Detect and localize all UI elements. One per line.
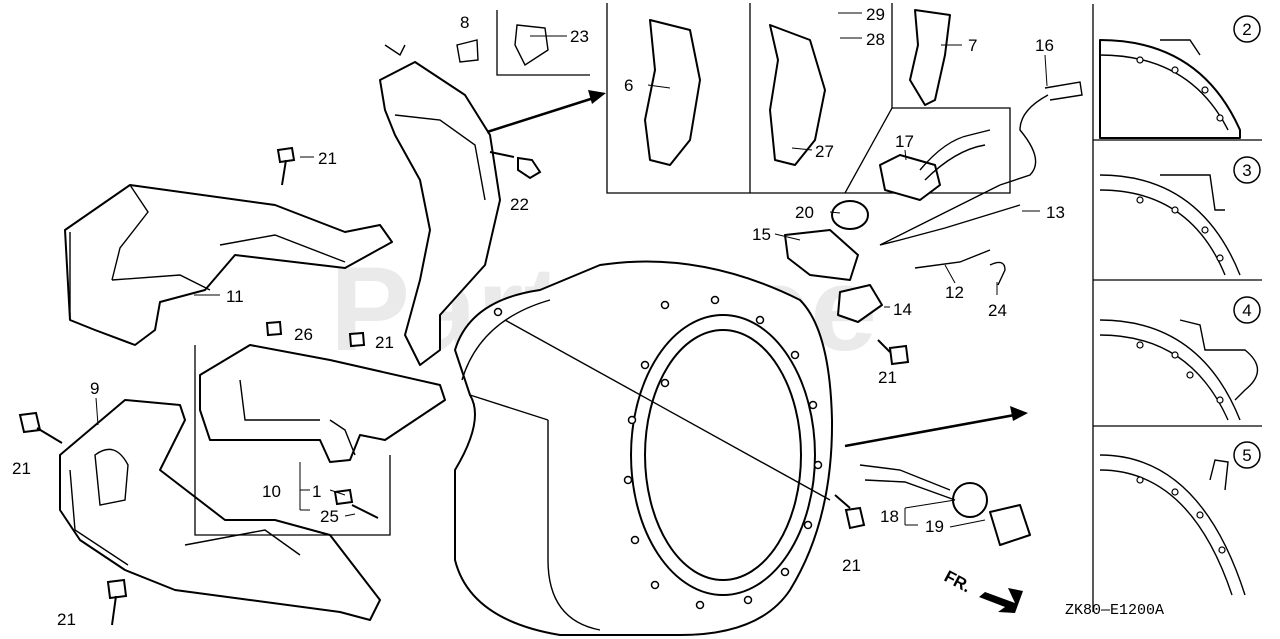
inset-boxes xyxy=(496,3,1011,194)
callout-21-a: 21 xyxy=(318,149,337,168)
leader-lines xyxy=(95,12,1048,528)
variant-panels xyxy=(1092,4,1262,612)
callout-12: 12 xyxy=(945,283,964,302)
diagram-code: ZK80—E1200A xyxy=(1065,602,1164,619)
variant-holes xyxy=(1136,56,1226,554)
variant-3-label: 3 xyxy=(1242,161,1251,180)
callout-21-b: 21 xyxy=(375,333,394,352)
callout-23: 23 xyxy=(570,27,589,46)
callout-1: 1 xyxy=(312,482,321,501)
direction-arrows xyxy=(486,90,1028,448)
callout-29: 29 xyxy=(866,5,885,24)
bolts xyxy=(18,146,910,626)
callout-7: 7 xyxy=(968,36,977,55)
callout-labels: 1 6 7 8 9 10 11 12 13 14 15 16 17 18 19 … xyxy=(12,5,1065,629)
callout-19: 19 xyxy=(925,517,944,536)
electrical-parts xyxy=(784,81,1083,546)
variant-5-label: 5 xyxy=(1242,446,1251,465)
inset-parts xyxy=(456,9,991,201)
callout-18: 18 xyxy=(880,507,899,526)
callout-16: 16 xyxy=(1035,36,1054,55)
callout-22: 22 xyxy=(510,195,529,214)
cylinder-cover xyxy=(59,399,381,621)
callout-21-f: 21 xyxy=(878,368,897,387)
callout-20: 20 xyxy=(795,203,814,222)
front-indicator: FR. xyxy=(941,567,974,597)
callout-15: 15 xyxy=(752,225,771,244)
callout-8: 8 xyxy=(460,13,469,32)
callout-11: 11 xyxy=(226,287,244,306)
callout-9: 9 xyxy=(90,379,99,398)
callout-6: 6 xyxy=(624,76,633,95)
callout-14: 14 xyxy=(893,300,912,319)
callout-21-c: 21 xyxy=(12,459,31,478)
callout-27: 27 xyxy=(815,142,834,161)
callout-13: 13 xyxy=(1046,203,1065,222)
side-shroud xyxy=(379,44,501,366)
front-arrow-icon: FR. xyxy=(941,567,1023,613)
callout-25: 25 xyxy=(320,507,339,526)
cylinder-head-cover xyxy=(194,344,446,536)
air-guide-cover xyxy=(64,184,393,346)
callout-10: 10 xyxy=(262,482,281,501)
callout-17: 17 xyxy=(895,132,914,151)
callout-26: 26 xyxy=(294,325,313,344)
fan-shroud xyxy=(454,260,834,636)
shroud-bolt-holes xyxy=(493,295,823,610)
callout-24: 24 xyxy=(988,301,1007,320)
variant-4-label: 4 xyxy=(1242,301,1251,320)
callout-21-d: 21 xyxy=(57,610,76,629)
variant-2-label: 2 xyxy=(1242,20,1251,39)
variant-badges: 2 3 4 5 xyxy=(1233,15,1261,469)
callout-28: 28 xyxy=(866,30,885,49)
callout-21-e: 21 xyxy=(842,556,861,575)
